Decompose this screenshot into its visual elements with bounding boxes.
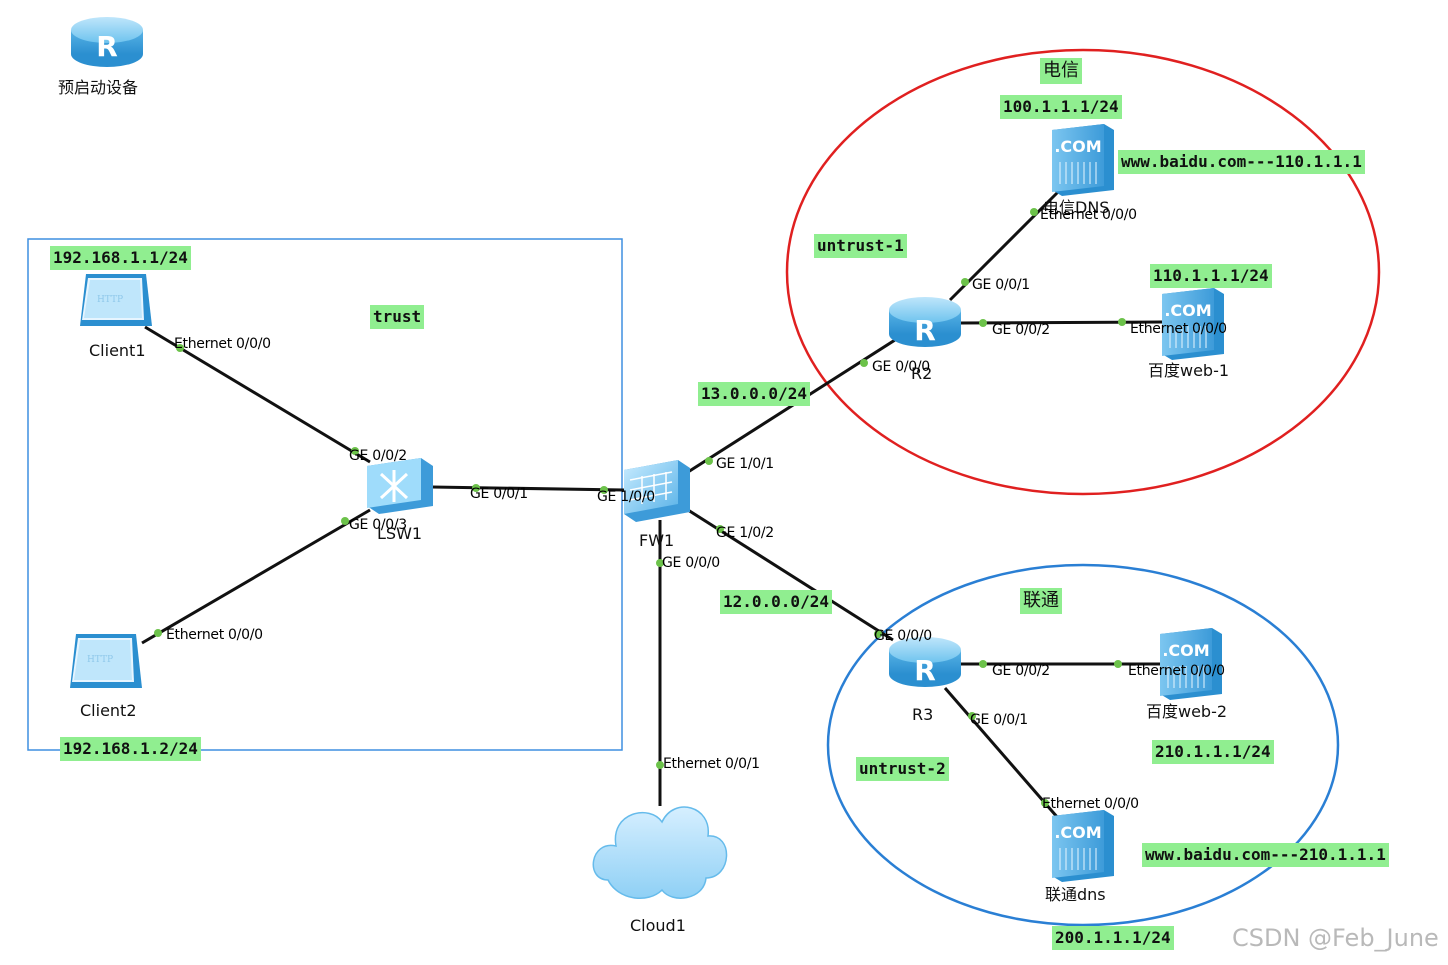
switch-icon[interactable]	[367, 458, 433, 514]
port-dot	[1030, 208, 1038, 216]
dns-server-icon[interactable]: .COM	[1052, 124, 1114, 196]
http-client-icon[interactable]: HTTP	[70, 634, 142, 688]
port-dot	[176, 344, 184, 352]
svg-text:.COM: .COM	[1162, 641, 1209, 660]
port-dot	[656, 761, 664, 769]
port-dot	[656, 559, 664, 567]
port-dot	[1041, 799, 1049, 807]
r2-label: R2	[911, 364, 933, 383]
port-label: GE 0/0/2	[349, 448, 407, 464]
client2-label: Client2	[80, 701, 137, 720]
port-label: Ethernet 0/0/0	[1040, 207, 1137, 223]
port-label: Ethernet 0/0/0	[174, 336, 271, 352]
port-label: GE 0/0/0	[874, 628, 932, 644]
isp-label-unicom: 联通	[1020, 588, 1062, 614]
client1-label: Client1	[89, 341, 146, 360]
port-label: GE 0/0/1	[470, 486, 528, 502]
baidu-web2-label: 百度web-2	[1146, 702, 1228, 721]
telecom-zone-ellipse	[785, 48, 1381, 496]
link-r2-web1	[959, 320, 1163, 325]
port-dot	[874, 630, 882, 638]
router-icon[interactable]: R	[889, 297, 961, 347]
port-label: Ethernet 0/0/0	[1128, 663, 1225, 679]
cloud1-label: Cloud1	[630, 916, 686, 935]
zone-label-untrust2: untrust-2	[856, 757, 949, 781]
port-label: GE 0/0/3	[349, 517, 407, 533]
unicom-dns-ip-label: 200.1.1.1/24	[1052, 926, 1174, 950]
port-label: GE 0/0/1	[972, 277, 1030, 293]
link-r3-unicom-dns	[943, 687, 1060, 819]
svg-text:R: R	[914, 314, 936, 347]
firewall-icon[interactable]	[624, 460, 690, 522]
port-label: Ethernet 0/0/0	[1130, 321, 1227, 337]
port-label: GE 0/0/0	[662, 555, 720, 571]
port-label: GE 0/0/0	[872, 359, 930, 375]
router-icon[interactable]: R	[889, 637, 961, 687]
port-dot	[1114, 660, 1122, 668]
svg-text:.COM: .COM	[1054, 823, 1101, 842]
cloud-icon[interactable]	[592, 806, 728, 899]
port-dot	[472, 484, 480, 492]
fw1-label: FW1	[639, 531, 675, 550]
port-dot	[961, 278, 969, 286]
zone-label-untrust1: untrust-1	[814, 234, 907, 258]
port-label: GE 0/0/2	[992, 322, 1050, 338]
client1-ip-label: 192.168.1.1/24	[50, 246, 191, 270]
port-label: Ethernet 0/0/0	[1042, 796, 1139, 812]
baidu-web1-label: 百度web-1	[1148, 361, 1230, 380]
telecom-dns-label: 电信DNS	[1043, 198, 1110, 217]
link-lsw1-fw1	[431, 485, 625, 492]
port-dot	[968, 712, 976, 720]
port-dot	[716, 525, 724, 533]
svg-text:HTTP: HTTP	[87, 655, 113, 665]
port-label: GE 1/0/1	[716, 456, 774, 472]
port-label: Ethernet 0/0/1	[663, 756, 760, 772]
unicom-dns-record-label: www.baidu.com---210.1.1.1	[1142, 843, 1389, 867]
port-dot	[1118, 318, 1126, 326]
link-client2-lsw1	[141, 508, 371, 645]
port-dot	[979, 319, 987, 327]
svg-text:R: R	[914, 654, 936, 687]
port-label: GE 1/0/0	[597, 489, 655, 505]
port-label: Ethernet 0/0/0	[166, 627, 263, 643]
net-12-label: 12.0.0.0/24	[720, 590, 832, 614]
port-dot	[979, 660, 987, 668]
unicom-zone-ellipse	[826, 563, 1340, 927]
server-icon[interactable]: .COM	[1160, 628, 1222, 700]
svg-text:R: R	[96, 30, 118, 63]
pre-start-device-label: 预启动设备	[58, 78, 139, 97]
zone-label-trust: trust	[370, 305, 425, 329]
telecom-dns-record-label: www.baidu.com---110.1.1.1	[1118, 150, 1365, 174]
port-label: GE 0/0/2	[992, 663, 1050, 679]
svg-text:HTTP: HTTP	[97, 295, 123, 305]
trust-zone-box	[27, 238, 623, 751]
port-dot	[600, 486, 608, 494]
watermark: CSDN @Feb_June	[1232, 924, 1439, 952]
port-dots	[154, 208, 1126, 807]
port-dot	[705, 457, 713, 465]
server-icon[interactable]: .COM	[1162, 288, 1224, 360]
port-label: GE 1/0/2	[716, 525, 774, 541]
client2-ip-label: 192.168.1.2/24	[60, 737, 201, 761]
unicom-dns-label: 联通dns	[1045, 885, 1106, 904]
port-dot	[351, 447, 359, 455]
port-dot	[860, 359, 868, 367]
svg-text:.COM: .COM	[1164, 301, 1211, 320]
port-dot	[154, 629, 162, 637]
port-dot	[341, 517, 349, 525]
svg-text:.COM: .COM	[1054, 137, 1101, 156]
isp-label-telecom: 电信	[1040, 58, 1082, 84]
http-client-icon[interactable]: HTTP	[80, 274, 152, 326]
telecom-dns-ip-label: 100.1.1.1/24	[1000, 95, 1122, 119]
net-13-label: 13.0.0.0/24	[698, 382, 810, 406]
web2-ip-label: 210.1.1.1/24	[1152, 740, 1274, 764]
router-icon[interactable]: R	[71, 17, 143, 67]
web1-ip-label: 110.1.1.1/24	[1150, 264, 1272, 288]
dns-server-icon[interactable]: .COM	[1052, 810, 1114, 882]
lsw1-label: LSW1	[377, 524, 423, 543]
port-label: GE 0/0/1	[970, 712, 1028, 728]
r3-label: R3	[912, 705, 934, 724]
